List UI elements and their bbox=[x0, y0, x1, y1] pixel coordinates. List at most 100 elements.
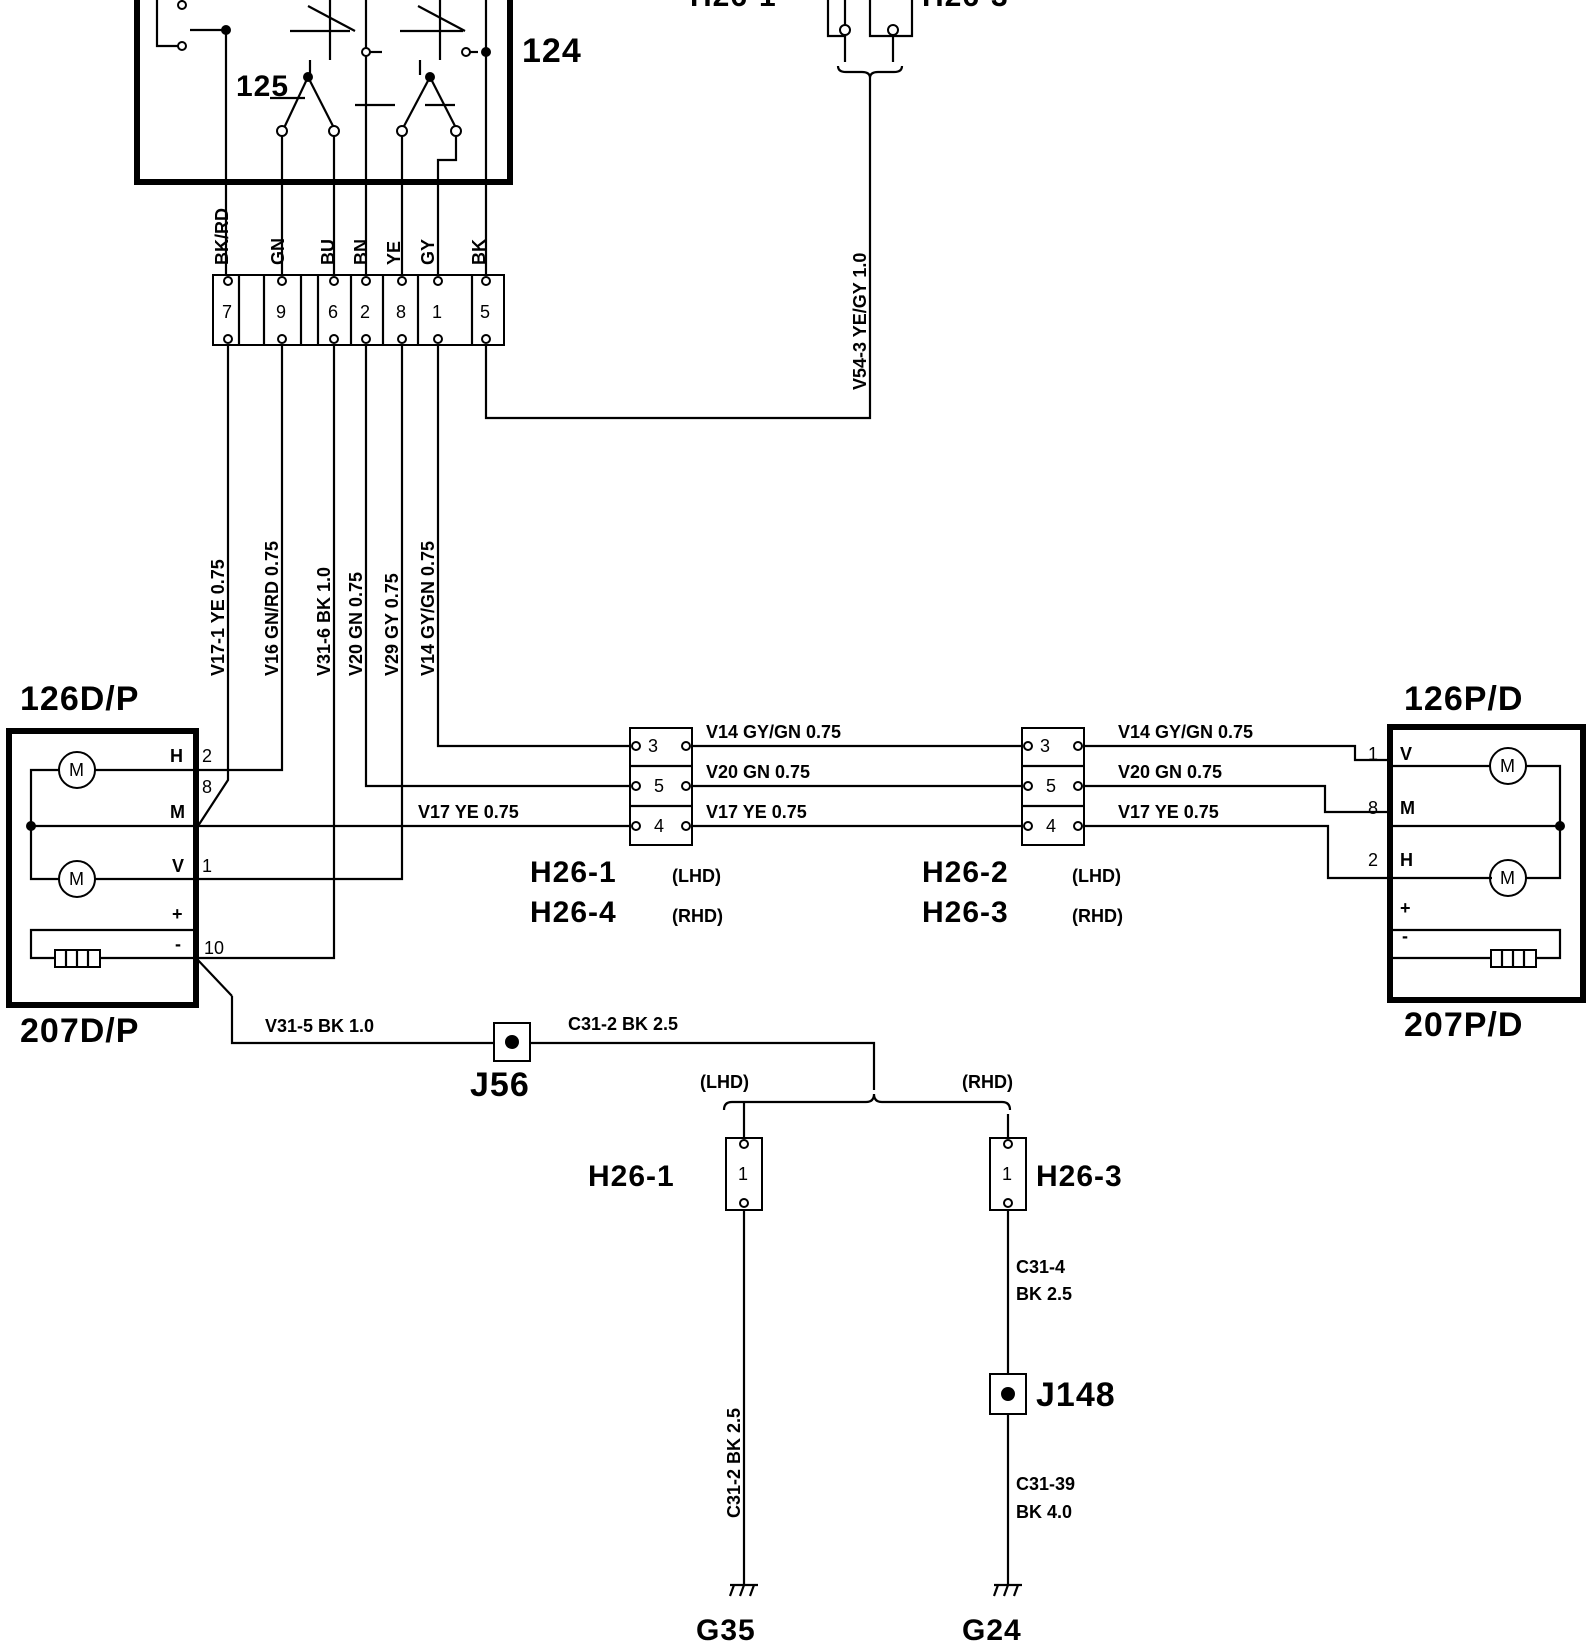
wire-label-v14-mid: V14 GY/GN 0.75 bbox=[706, 722, 841, 742]
h26-pin-label: 3 bbox=[648, 736, 658, 756]
top-partial-left-label: H26-1 bbox=[690, 0, 777, 13]
wire-color-label: BK/RD bbox=[212, 208, 232, 265]
rhd-label: (RHD) bbox=[962, 1072, 1013, 1092]
motor-icon-label: M bbox=[1500, 868, 1515, 888]
wire-color-label: BN bbox=[351, 239, 371, 265]
h26-right-b-note: (RHD) bbox=[1072, 906, 1123, 926]
wire-label-v20: V20 GN 0.75 bbox=[346, 572, 366, 676]
lhd-label: (LHD) bbox=[700, 1072, 749, 1092]
wire-label-v17-mid: V17 YE 0.75 bbox=[706, 802, 807, 822]
h26-left-a-note: (LHD) bbox=[672, 866, 721, 886]
pin-2-label: 2 bbox=[202, 746, 212, 766]
pin-minus-label: - bbox=[1402, 926, 1408, 946]
v54-wire-label: V54-3 YE/GY 1.0 bbox=[850, 253, 870, 390]
wire-color-label: BK bbox=[469, 239, 489, 265]
wire-color-label: BU bbox=[318, 239, 338, 265]
motor-icon-label: M bbox=[69, 869, 84, 889]
wire-label-v31-5: V31-5 BK 1.0 bbox=[265, 1016, 374, 1036]
wire-label-c31-4-line2: BK 2.5 bbox=[1016, 1284, 1072, 1304]
h26-left-b-label: H26-4 bbox=[530, 896, 617, 929]
wire-label-c31-2-vertical: C31-2 BK 2.5 bbox=[724, 1408, 744, 1518]
resistor-passenger-label: 207P/D bbox=[1404, 1006, 1523, 1044]
switch-pin-label: 1 bbox=[432, 302, 442, 322]
wire-label-v16: V16 GN/RD 0.75 bbox=[262, 541, 282, 676]
pin-plus-label: + bbox=[172, 904, 183, 924]
pin-h-label: H bbox=[1400, 850, 1413, 870]
passenger-mirror-module: 126P/D M M 1 V 8 M 2 H + - 207P/D bbox=[1368, 680, 1586, 1044]
top-partial-right-label: H26-3 bbox=[922, 0, 1009, 13]
wire-label-v14: V14 GY/GN 0.75 bbox=[418, 541, 438, 676]
switch-assembly-124: 124 125 bbox=[134, 0, 582, 275]
pin-1-label: 1 bbox=[202, 856, 212, 876]
pin-minus-label: - bbox=[175, 934, 181, 954]
switch-connector: 7 9 6 2 8 1 5 bbox=[212, 274, 505, 346]
h26-right-a-label: H26-2 bbox=[922, 856, 1009, 889]
top-partial-connectors: H26-1 H26-3 V54-3 YE/GY 1.0 bbox=[484, 0, 1009, 420]
wire-color-label: GY bbox=[418, 239, 438, 265]
pin-v-label: V bbox=[1400, 744, 1412, 764]
pin-1-label: 1 bbox=[1368, 744, 1378, 764]
wire-label-v20-mid: V20 GN 0.75 bbox=[706, 762, 810, 782]
pin-10-label: 10 bbox=[204, 938, 224, 958]
wire-label-v17-main: V17 YE 0.75 bbox=[418, 802, 519, 822]
wire-label-c31-2-top: C31-2 BK 2.5 bbox=[568, 1014, 678, 1034]
wire-label-v17-1: V17-1 YE 0.75 bbox=[208, 559, 228, 676]
motor-driver-label: 126D/P bbox=[20, 680, 139, 718]
splice-j56-label: J56 bbox=[470, 1066, 530, 1104]
harness-wires-right: V14 GY/GN 0.75 V20 GN 0.75 V17 YE 0.75 bbox=[1084, 722, 1390, 880]
splice-j148-label: J148 bbox=[1036, 1376, 1116, 1414]
motor-icon-label: M bbox=[1500, 756, 1515, 776]
switch-pin-label: 6 bbox=[328, 302, 338, 322]
switch-pin-label: 8 bbox=[396, 302, 406, 322]
conn-lower-left-label: H26-1 bbox=[588, 1160, 675, 1193]
h26-pin-label: 5 bbox=[654, 776, 664, 796]
pin-m-label: M bbox=[1400, 798, 1415, 818]
ground-g35-icon bbox=[728, 1583, 758, 1597]
ground-g35-label: G35 bbox=[696, 1614, 756, 1647]
h26-left-b-note: (RHD) bbox=[672, 906, 723, 926]
switch-pin-label: 2 bbox=[360, 302, 370, 322]
pin-v-label: V bbox=[172, 856, 184, 876]
ground-g24-label: G24 bbox=[962, 1614, 1022, 1647]
resistor-driver-label: 207D/P bbox=[20, 1012, 139, 1050]
wire-label-v31-6: V31-6 BK 1.0 bbox=[314, 567, 334, 676]
h26-left-a-label: H26-1 bbox=[530, 856, 617, 889]
h26-pin-label: 4 bbox=[654, 816, 664, 836]
switch-pin-label: 7 bbox=[222, 302, 232, 322]
h26-right-a-note: (LHD) bbox=[1072, 866, 1121, 886]
wire-label-v14-right: V14 GY/GN 0.75 bbox=[1118, 722, 1253, 742]
motor-passenger-label: 126P/D bbox=[1404, 680, 1523, 718]
h26-pin-label: 3 bbox=[1040, 736, 1050, 756]
h26-pin-label: 5 bbox=[1046, 776, 1056, 796]
switch-pin-label: 9 bbox=[276, 302, 286, 322]
wire-color-label: GN bbox=[268, 238, 288, 265]
h26-pin-label: 4 bbox=[1046, 816, 1056, 836]
switch-connector-colors: BK/RD GN BU BN YE GY BK bbox=[212, 208, 489, 265]
switch-pin-label: 5 bbox=[480, 302, 490, 322]
wire-label-v29: V29 GY 0.75 bbox=[382, 573, 402, 676]
pin-h-label: H bbox=[170, 746, 183, 766]
pin-2-label: 2 bbox=[1368, 850, 1378, 870]
switch-to-module-wires: V17-1 YE 0.75 V16 GN/RD 0.75 V31-6 BK 1.… bbox=[197, 345, 630, 960]
ground-g24-icon bbox=[992, 1583, 1022, 1597]
harness-connector-right: 3 5 4 H26-2 (LHD) H26-3 (RHD) bbox=[922, 727, 1123, 929]
wire-label-v20-right: V20 GN 0.75 bbox=[1118, 762, 1222, 782]
conn-lower-right-label: H26-3 bbox=[1036, 1160, 1123, 1193]
pin-8-label: 8 bbox=[202, 777, 212, 797]
pin-plus-label: + bbox=[1400, 898, 1411, 918]
driver-mirror-module: 126D/P M M H 2 8 M V 1 + - 10 207D/P bbox=[6, 680, 512, 1050]
switch-125-label: 125 bbox=[236, 70, 289, 103]
wire-label-v17-right: V17 YE 0.75 bbox=[1118, 802, 1219, 822]
pin-m-label: M bbox=[170, 802, 185, 822]
lower-conn-pin: 1 bbox=[1002, 1164, 1012, 1184]
ground-network: V31-5 BK 1.0 J56 C31-2 BK 2.5 (LHD) (RHD… bbox=[265, 1014, 1123, 1647]
pin-8-label: 8 bbox=[1368, 798, 1378, 818]
switch-124-label: 124 bbox=[522, 32, 582, 70]
wire-label-c31-39-line2: BK 4.0 bbox=[1016, 1502, 1072, 1522]
wire-color-label: YE bbox=[384, 241, 404, 265]
wire-label-c31-4-line1: C31-4 bbox=[1016, 1257, 1065, 1277]
harness-connector-left: 3 5 4 H26-1 (LHD) H26-4 (RHD) bbox=[530, 727, 723, 929]
wire-label-c31-39-line1: C31-39 bbox=[1016, 1474, 1075, 1494]
h26-right-b-label: H26-3 bbox=[922, 896, 1009, 929]
